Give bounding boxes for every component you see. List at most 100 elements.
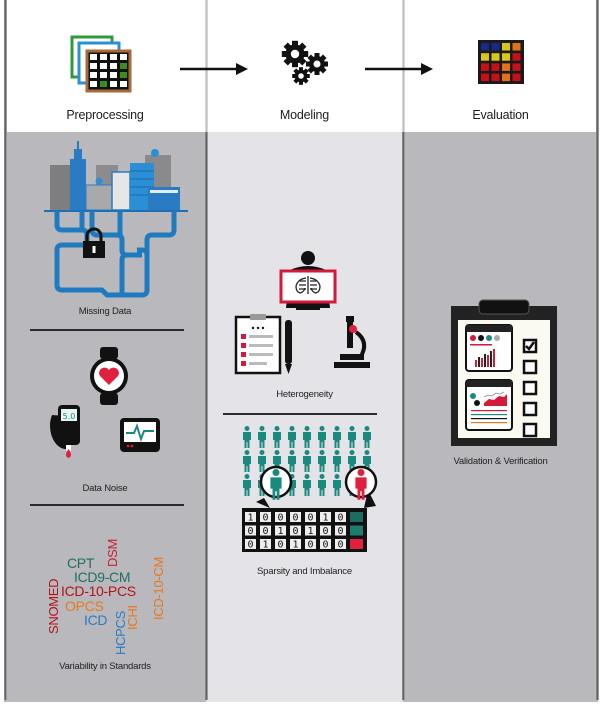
standard-icd: ICD — [84, 612, 108, 628]
column-border-left — [4, 0, 7, 700]
person-icon — [303, 426, 311, 448]
class-label-cell — [350, 539, 363, 549]
person-icon — [348, 426, 356, 448]
heatmap-cell — [502, 73, 510, 82]
heatmap-cell — [481, 63, 489, 71]
stage-header-evaluation: Evaluation — [403, 0, 598, 132]
matrix-bit: 0 — [262, 513, 268, 524]
heatmap-cell — [491, 43, 500, 51]
challenge-label-sparsity-and-imbalance: Sparsity and Imbalance — [257, 566, 352, 577]
matrix-cell — [275, 539, 286, 549]
matrix-cell — [245, 512, 256, 522]
heatmap-cell — [481, 73, 489, 82]
challenge-label-variability-in-standards: Variability in Standards — [59, 661, 151, 672]
column-evaluation: Evaluation — [403, 0, 598, 706]
heatmap-cell — [491, 53, 500, 61]
standard-icd-10-cm: ICD-10-CM — [151, 556, 166, 620]
arrow-modeling-to-evaluation — [365, 63, 433, 75]
stage-title-preprocessing: Preprocessing — [66, 108, 144, 122]
magnified-majority-person — [270, 469, 282, 500]
person-icon — [303, 474, 311, 496]
smartwatch-heart-icon — [90, 347, 128, 405]
person-icon — [288, 426, 296, 448]
matrix-cell — [245, 539, 256, 549]
matrix-bit: 0 — [337, 526, 343, 537]
modeling-challenges-panel — [206, 132, 403, 702]
column-border-header — [402, 0, 405, 132]
matrix-bit: 0 — [307, 513, 313, 524]
microscope-icon — [334, 316, 370, 368]
section-divider — [223, 413, 377, 415]
matrix-bit: 0 — [322, 526, 328, 537]
matrix-cell — [305, 512, 316, 522]
matrix-cell — [245, 525, 256, 536]
matrix-bit: 1 — [292, 540, 298, 551]
matrix-bit: 0 — [292, 513, 298, 524]
matrix-cell — [335, 525, 346, 536]
person-icon — [288, 450, 296, 472]
clipboard-checklist-icon — [451, 299, 557, 446]
glucometer-hand-icon: 5.0 — [50, 405, 80, 458]
column-preprocessing: Preprocessing — [4, 0, 206, 706]
matrix-cell — [260, 525, 271, 536]
column-border — [402, 132, 405, 700]
heatmap-cell — [512, 43, 521, 51]
heatmap-cell — [481, 53, 489, 61]
gears-icon — [281, 40, 328, 85]
data-tables-icon — [70, 35, 132, 93]
xray-person-icon — [279, 251, 337, 310]
heatmap-cell — [512, 73, 521, 82]
person-icon — [318, 474, 326, 496]
dashboard-analytics-icon — [465, 379, 513, 431]
matrix-cell — [260, 539, 271, 549]
challenge-label-missing-data: Missing Data — [78, 306, 132, 317]
person-icon — [243, 450, 251, 472]
checklist — [522, 338, 538, 438]
heatmap-cell — [491, 73, 500, 82]
ecg-monitor-icon — [120, 418, 160, 452]
heatmap-cell — [512, 63, 521, 71]
standard-icd9-cm: ICD9-CM — [74, 569, 131, 585]
matrix-bit: 0 — [247, 540, 253, 551]
matrix-cell — [290, 512, 301, 522]
heatmap-grid-icon — [478, 40, 524, 84]
matrix-bit: 0 — [337, 540, 343, 551]
matrix-cell — [320, 525, 331, 536]
matrix-cell — [260, 512, 271, 522]
dashboard-bar-chart-icon — [465, 324, 513, 372]
matrix-cell — [275, 525, 286, 536]
svg-text:5.0: 5.0 — [63, 412, 76, 421]
xray-clipboard-microscope-icon — [234, 251, 370, 375]
stage-title-modeling: Modeling — [279, 108, 330, 122]
section-divider — [30, 504, 184, 506]
matrix-cell — [305, 539, 316, 549]
matrix-bit: 1 — [307, 526, 313, 537]
matrix-bit: 1 — [277, 526, 283, 537]
class-label-cell — [350, 525, 363, 536]
matrix-bit: 0 — [247, 526, 253, 537]
heatmap-cell — [502, 43, 510, 51]
arrow-preprocessing-to-modeling — [180, 63, 248, 75]
standard-ichi: ICHI — [125, 605, 140, 630]
standard-cpt: CPT — [67, 555, 95, 571]
stage-title-evaluation: Evaluation — [472, 108, 529, 122]
person-icon — [273, 426, 281, 448]
matrix-cell — [320, 539, 331, 549]
challenge-label-data-noise: Data Noise — [82, 483, 128, 494]
person-icon — [333, 426, 341, 448]
checkmark-icon — [525, 341, 536, 351]
pen-icon — [285, 320, 292, 374]
matrix-bit: 1 — [322, 513, 328, 524]
challenge-label-heterogeneity: Heterogeneity — [276, 389, 333, 400]
person-icon — [333, 474, 341, 496]
standard-snomed: SNOMED — [46, 578, 61, 634]
heatmap-cell — [491, 63, 500, 71]
matrix-cell — [275, 512, 286, 522]
magnified-minority-person — [355, 469, 367, 500]
matrix-bit: 1 — [247, 513, 253, 524]
matrix-cell — [305, 525, 316, 536]
column-border — [205, 132, 208, 700]
challenge-label-validation-verification: Validation & Verification — [453, 456, 548, 467]
class-label-cell — [350, 512, 363, 522]
